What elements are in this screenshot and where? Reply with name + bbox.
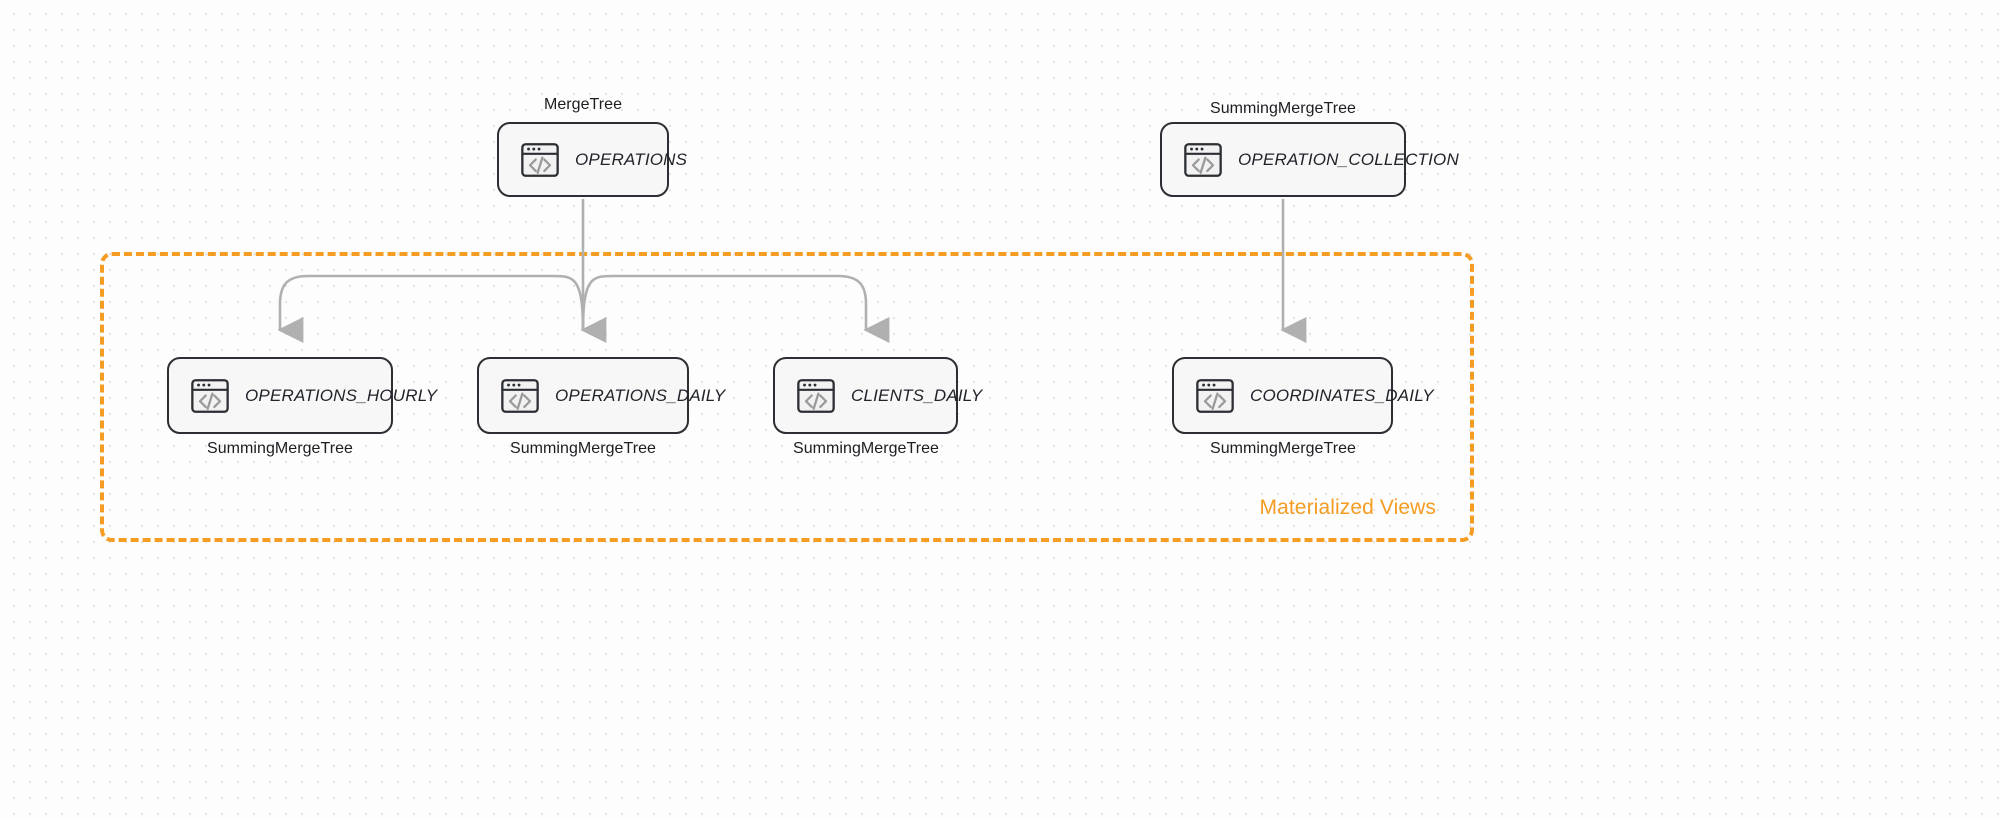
node-label-operations-daily: OPERATIONS_DAILY [555,385,726,405]
materialized-views-group-label: Materialized Views [1259,496,1436,519]
node-operations[interactable]: OPERATIONS [497,122,687,197]
materialized-views-group: Materialized Views [100,252,1474,542]
engine-label-coordinates-daily: SummingMergeTree [1209,440,1357,457]
node-operations-daily[interactable]: OPERATIONS_DAILY [477,357,725,434]
engine-label-operations: MergeTree [543,96,623,113]
node-label-operations: OPERATIONS [575,149,688,169]
code-window-icon [521,142,559,177]
engine-label-operation-collection: SummingMergeTree [1209,100,1357,117]
node-label-coordinates-daily: COORDINATES_DAILY [1250,385,1434,405]
code-window-icon [501,378,539,413]
node-clients-daily[interactable]: CLIENTS_DAILY [773,357,982,434]
engine-label-operations-daily: SummingMergeTree [509,440,657,457]
node-operation-collection[interactable]: OPERATION_COLLECTION [1160,122,1459,197]
code-window-icon [1196,378,1234,413]
node-label-clients-daily: CLIENTS_DAILY [851,385,983,405]
engine-label-operations-hourly: SummingMergeTree [206,440,354,457]
node-coordinates-daily[interactable]: COORDINATES_DAILY [1172,357,1434,434]
node-label-operations-hourly: OPERATIONS_HOURLY [245,385,438,405]
code-window-icon [1184,142,1222,177]
code-window-icon [797,378,835,413]
code-window-icon [191,378,229,413]
node-operations-hourly[interactable]: OPERATIONS_HOURLY [167,357,437,434]
node-label-operation-collection: OPERATION_COLLECTION [1238,149,1459,169]
engine-label-clients-daily: SummingMergeTree [792,440,940,457]
